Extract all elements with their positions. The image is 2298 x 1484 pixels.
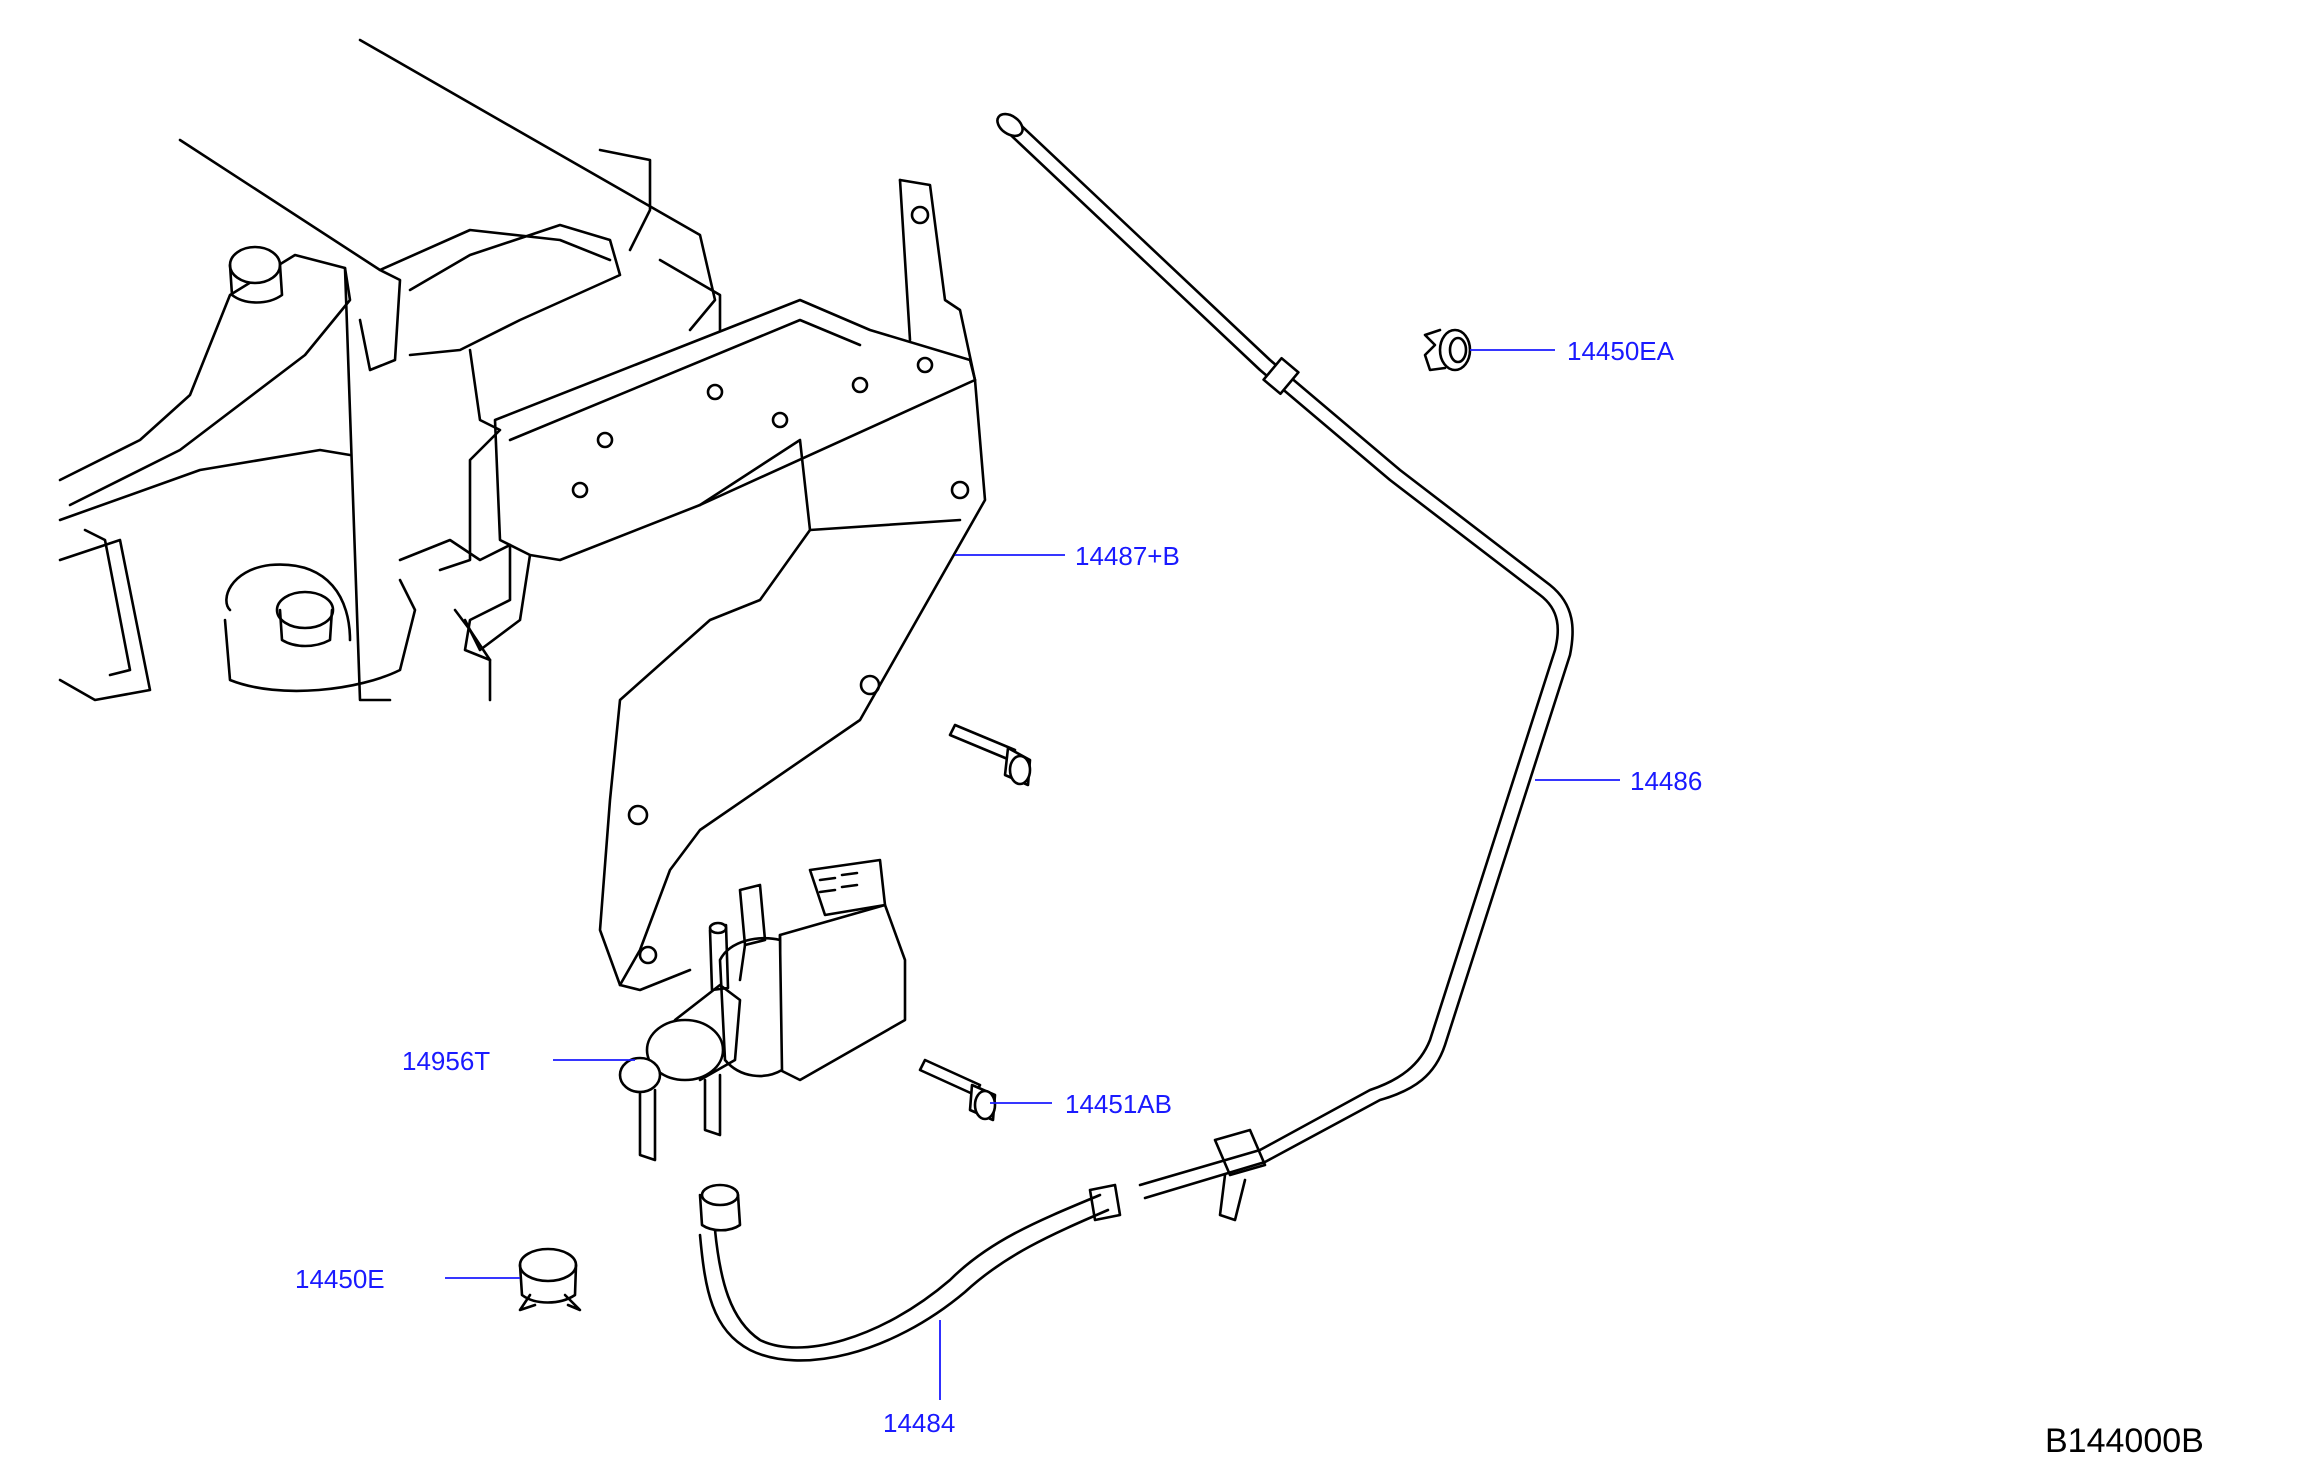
- bolt-14451AB-drawing: [918, 1058, 997, 1122]
- callout-14484[interactable]: 14484: [883, 1408, 955, 1438]
- callout-14956T[interactable]: 14956T: [402, 1046, 490, 1076]
- callout-14486[interactable]: 14486: [1630, 766, 1702, 796]
- hose-14486-drawing: [996, 112, 1574, 1222]
- diagram-code: B144000B: [2045, 1422, 2204, 1460]
- mounting-bracket-drawing: [463, 178, 987, 992]
- hose-14484-drawing: [698, 1183, 1122, 1362]
- clamp-14450EA-drawing: [1423, 328, 1472, 372]
- bolt-bracket-drawing: [948, 723, 1032, 787]
- leader-lines: [445, 349, 1620, 1400]
- callout-14451AB[interactable]: 14451AB: [1065, 1089, 1172, 1119]
- clamp-14450E-drawing: [518, 1247, 582, 1312]
- callout-14450E[interactable]: 14450E: [295, 1264, 385, 1294]
- callout-14450EA[interactable]: 14450EA: [1567, 336, 1675, 366]
- intake-manifold-drawing: [58, 38, 722, 702]
- callout-14487+B[interactable]: 14487+B: [1075, 541, 1180, 571]
- solenoid-valve-drawing: [618, 858, 907, 1162]
